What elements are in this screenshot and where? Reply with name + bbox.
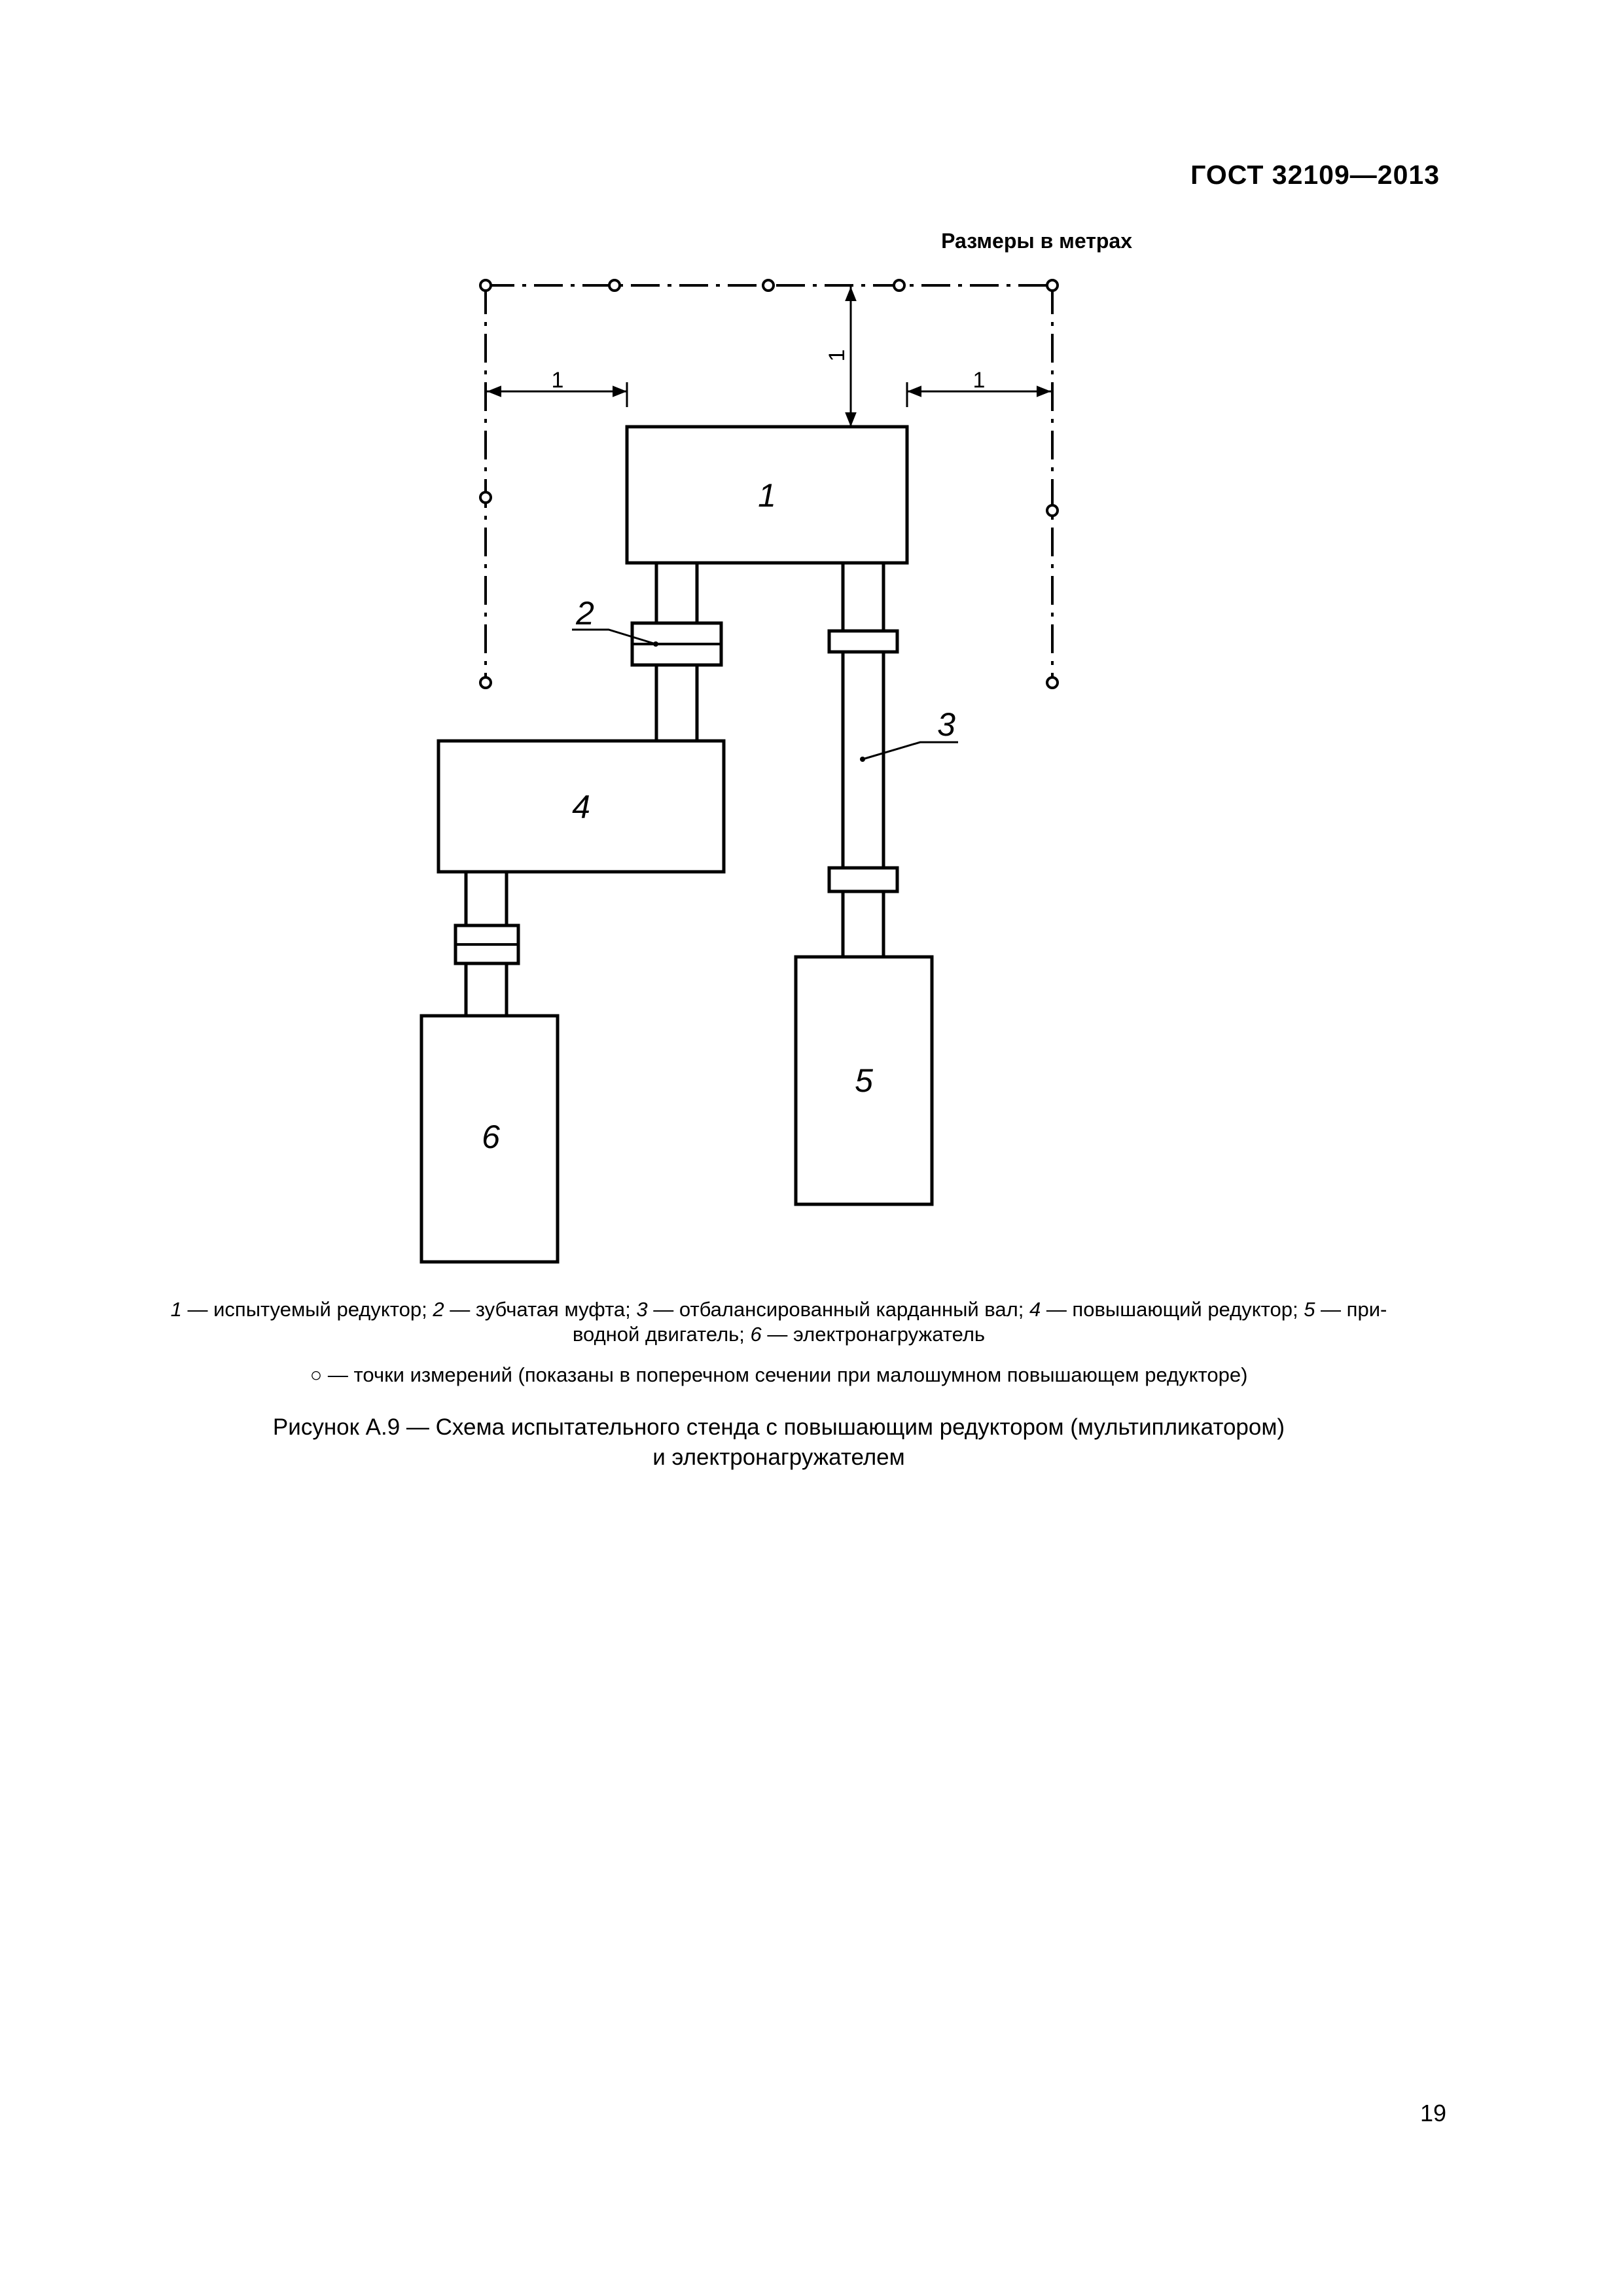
shaft	[464, 870, 508, 927]
step-up-gearbox	[437, 739, 726, 874]
shaft	[841, 889, 885, 959]
label-step-up-gearbox: 4	[572, 789, 590, 825]
page-number: 19	[1419, 2100, 1446, 2126]
measurement-point	[479, 676, 492, 689]
units-note: Размеры в метрах	[941, 229, 1132, 253]
caption-line-2: и электронагружателем	[652, 1444, 905, 1470]
label-cardan-shaft: 3	[937, 706, 955, 743]
label-electric-loader: 6	[482, 1119, 500, 1155]
measurement-point	[1046, 676, 1059, 689]
flange	[827, 866, 899, 893]
label-gear-coupling: 2	[575, 595, 594, 632]
leader-lines	[572, 628, 958, 761]
measurement-contour	[484, 284, 1054, 683]
components	[419, 425, 934, 1264]
measurement-point	[1046, 279, 1059, 292]
gearbox-under-test	[625, 425, 909, 565]
dimension-label-top: 1	[825, 350, 849, 362]
document-header: ГОСТ 32109—2013	[1190, 160, 1440, 190]
shaft	[464, 961, 508, 1018]
measurement-point	[762, 279, 775, 292]
label-drive-motor: 5	[855, 1062, 873, 1099]
flange	[827, 629, 899, 654]
measurement-points-note: ○ — точки измерений (показаны в поперечн…	[310, 1363, 1248, 1386]
dimension-label-right: 1	[973, 368, 986, 393]
shaft	[841, 561, 885, 633]
shaft	[654, 663, 699, 743]
legend-line-2: водной двигатель; 6 — электронагружатель	[572, 1323, 986, 1346]
measurement-points	[479, 279, 1059, 689]
measurement-point	[893, 279, 906, 292]
measurement-point	[608, 279, 621, 292]
caption-line-1: Рисунок А.9 — Схема испытательного стенд…	[272, 1414, 1285, 1440]
measurement-point	[479, 491, 492, 504]
measurement-point	[1046, 504, 1059, 517]
figure-legend: 1 — испытуемый редуктор; 2 — зубчатая му…	[115, 1297, 1443, 1347]
dimension-label-left: 1	[552, 368, 564, 393]
measurement-point	[479, 279, 492, 292]
label-gearbox-under-test: 1	[758, 477, 776, 514]
legend-line-1: 1 — испытуемый редуктор; 2 — зубчатая му…	[170, 1298, 1387, 1321]
shaft	[654, 561, 699, 625]
figure-caption: Рисунок А.9 — Схема испытательного стенд…	[115, 1412, 1443, 1473]
dimension-lines	[487, 287, 1051, 427]
drive-motor	[794, 955, 934, 1206]
electric-loader	[419, 1014, 560, 1264]
